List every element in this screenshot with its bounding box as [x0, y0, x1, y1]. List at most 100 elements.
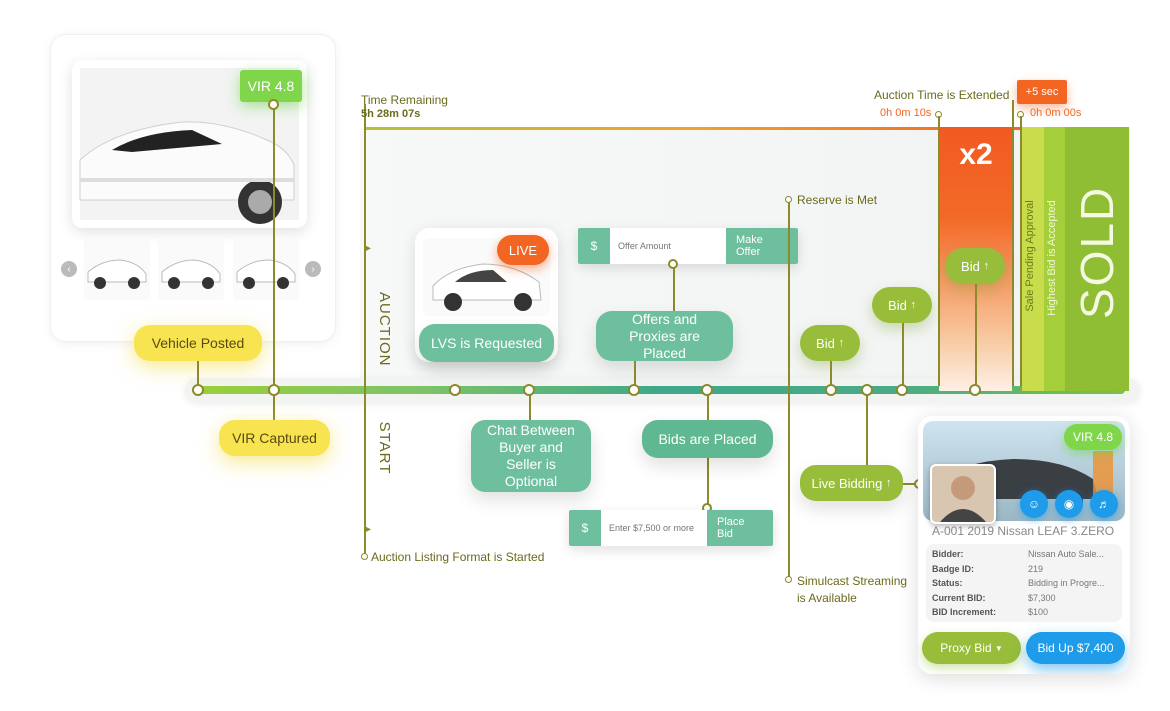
up-arrow-icon: ↑ — [910, 299, 916, 311]
auction-time-extended-label: Auction Time is Extended — [874, 88, 1010, 102]
vehicle-posted-pill: Vehicle Posted — [134, 325, 262, 361]
chat-optional-pill: Chat Between Buyer and Seller is Optiona… — [471, 420, 591, 492]
node-live-bidding — [861, 384, 873, 396]
info-row-increment: BID Increment:$100 — [932, 605, 1122, 620]
vir-captured-pill: VIR Captured — [219, 420, 330, 456]
node-vehicle-posted — [192, 384, 204, 396]
listing-started-marker — [361, 553, 368, 560]
bid-button-3[interactable]: Bid ↑ — [945, 248, 1005, 284]
info-value: Nissan Auto Sale... — [1028, 549, 1105, 559]
bid-bar: $ Place Bid — [569, 510, 773, 546]
live-auction-card: ☺ ◉ ♬ VIR 4.8 A-001 2019 Nissan LEAF 3.Z… — [918, 416, 1130, 674]
start-label: START — [376, 421, 393, 475]
sale-pending-block — [1022, 127, 1044, 391]
offer-node — [668, 259, 678, 269]
bid-label: Bid — [888, 297, 907, 313]
time-10s-line — [938, 116, 940, 386]
live-bidding-pill[interactable]: Live Bidding ↑ — [800, 465, 903, 501]
sale-pending-label: Sale Pending Approval — [1024, 200, 1036, 312]
speaker-button[interactable]: ♬ — [1090, 490, 1118, 518]
start-arrow-icon: ▸ — [366, 524, 372, 535]
info-row-badge: Badge ID: 219 — [932, 562, 1122, 577]
sold-label: SOLD — [1071, 185, 1123, 319]
sold-block — [1065, 127, 1129, 391]
bid2-connector — [902, 323, 904, 387]
thumbnail-2[interactable] — [158, 238, 224, 300]
simulcast-label: Simulcast Streaming is Available — [797, 574, 908, 605]
simulcast-marker — [785, 576, 792, 583]
auction-label: AUCTION — [376, 292, 393, 367]
info-key: Status: — [932, 578, 963, 588]
node-offers — [628, 384, 640, 396]
vehicle-posted-connector — [197, 361, 199, 387]
info-row-status: Status: Bidding in Progre... — [932, 576, 1122, 591]
offer-connector — [673, 264, 675, 312]
info-value: 219 — [1028, 563, 1044, 574]
up-arrow-icon: ↑ — [885, 477, 892, 489]
vir-badge: VIR 4.8 — [240, 70, 302, 102]
live-bidding-label: Live Bidding — [811, 475, 883, 491]
plus5-badge: +5 sec — [1017, 80, 1067, 104]
thumbnail-next-button[interactable]: › — [305, 261, 321, 277]
highest-bid-block — [1044, 127, 1065, 391]
chevron-right-icon: › — [311, 263, 315, 275]
time-remaining-value: 5h 28m 07s — [361, 108, 421, 120]
bid-button-2[interactable]: Bid ↑ — [872, 287, 932, 323]
thumbnail-prev-button[interactable]: ‹ — [61, 261, 77, 277]
node-vir-top — [268, 99, 279, 110]
offer-currency: $ — [578, 228, 610, 264]
highest-bid-label: Highest Bid is Accepted — [1046, 200, 1058, 316]
node-lvs — [449, 384, 461, 396]
camera-button[interactable]: ◉ — [1055, 490, 1083, 518]
bid-currency: $ — [569, 510, 601, 546]
live-bidding-link — [903, 483, 919, 485]
switch-user-button[interactable]: ☺ — [1020, 490, 1048, 518]
reserve-marker — [785, 196, 792, 203]
make-offer-button[interactable]: Make Offer — [726, 228, 798, 264]
bid-amount-input[interactable] — [601, 510, 707, 546]
reserve-line — [788, 199, 790, 577]
vir-connector-line — [273, 104, 275, 440]
time-10s-label: 0h 0m 10s — [880, 107, 932, 119]
bid-button-1[interactable]: Bid ↑ — [800, 325, 860, 361]
caret-down-icon: ▼ — [994, 643, 1003, 653]
bidder-video-thumbnail — [930, 464, 996, 524]
thumbnail-3[interactable] — [233, 238, 299, 300]
camera-icon: ◉ — [1063, 497, 1075, 511]
live-badge: LIVE — [497, 235, 549, 265]
info-key: Bidder: — [932, 549, 964, 559]
lvs-car-image — [432, 263, 542, 311]
bid3-connector — [975, 284, 977, 387]
info-value: $100 — [1028, 607, 1049, 617]
vehicle-title: A-001 2019 Nissan LEAF 3.ZERO — [932, 524, 1115, 538]
bid1-connector — [830, 361, 832, 387]
timeline-track — [195, 386, 1125, 394]
user-switch-icon: ☺ — [1027, 497, 1041, 511]
chat-connector — [529, 392, 531, 420]
chevron-left-icon: ‹ — [67, 263, 71, 275]
offers-down-connector — [634, 361, 636, 387]
car-side-image — [79, 121, 295, 224]
bids-placed-pill: Bids are Placed — [642, 420, 773, 458]
vehicle-info-panel: Bidder:Nissan Auto Sale... Badge ID:219 … — [926, 544, 1122, 622]
info-row-current-bid: Current BID:$7,300 — [932, 591, 1122, 606]
place-bid-button[interactable]: Place Bid — [707, 510, 773, 546]
node-chat — [523, 384, 535, 396]
offer-amount-input[interactable] — [610, 228, 726, 264]
thumbnail-1[interactable] — [84, 238, 150, 300]
info-value: Bidding in Progre... — [1028, 578, 1105, 588]
bid-label: Bid — [961, 258, 980, 274]
x2-label: x2 — [959, 138, 993, 171]
countdown-line — [364, 127, 1026, 130]
auction-listing-started-label: Auction Listing Format is Started — [371, 550, 545, 564]
node-vir-captured — [268, 384, 280, 396]
offer-bar: $ Make Offer — [578, 228, 798, 264]
lvs-requested-pill: LVS is Requested — [419, 324, 554, 362]
info-key: Badge ID: — [932, 563, 975, 574]
time-00s-label: 0h 0m 00s — [1030, 107, 1082, 119]
bid-up-button[interactable]: Bid Up $7,400 — [1026, 632, 1125, 664]
auction-arrow-icon: ▸ — [366, 243, 372, 254]
proxy-bid-button[interactable]: Proxy Bid ▼ — [922, 632, 1021, 664]
time-00s-line — [1020, 116, 1022, 386]
up-arrow-icon: ↑ — [983, 260, 989, 272]
